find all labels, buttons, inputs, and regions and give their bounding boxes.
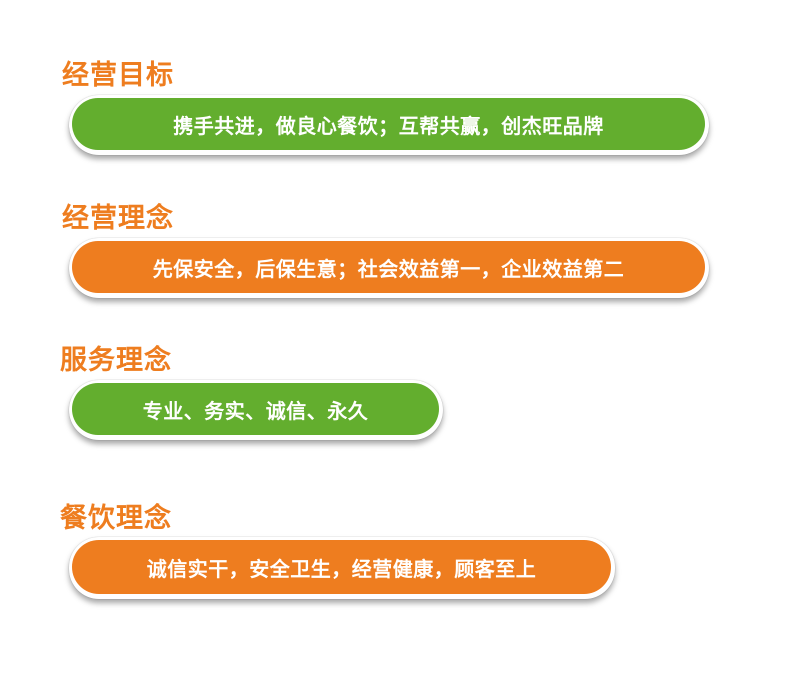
pill-frame: 诚信实干，安全卫生，经营健康，顾客至上 (69, 537, 615, 599)
pill-text: 专业、务实、诚信、永久 (142, 398, 369, 423)
green-pill: 携手共进，做良心餐饮；互帮共赢，创杰旺品牌 (72, 98, 705, 150)
pill-text: 先保安全，后保生意；社会效益第一，企业效益第二 (152, 256, 625, 281)
pill-text: 携手共进，做良心餐饮；互帮共赢，创杰旺品牌 (173, 113, 604, 138)
section-title: 经营理念 (62, 203, 174, 234)
section-title: 服务理念 (60, 345, 172, 376)
pill-text: 诚信实干，安全卫生，经营健康，顾客至上 (146, 556, 537, 581)
pill-frame: 先保安全，后保生意；社会效益第一，企业效益第二 (69, 238, 709, 298)
pill-frame: 专业、务实、诚信、永久 (69, 380, 443, 440)
orange-pill: 先保安全，后保生意；社会效益第一，企业效益第二 (72, 241, 705, 293)
orange-pill: 诚信实干，安全卫生，经营健康，顾客至上 (72, 540, 611, 594)
section-title: 经营目标 (62, 60, 174, 91)
pill-frame: 携手共进，做良心餐饮；互帮共赢，创杰旺品牌 (69, 95, 709, 155)
section-title: 餐饮理念 (60, 503, 172, 534)
green-pill: 专业、务实、诚信、永久 (72, 383, 439, 435)
